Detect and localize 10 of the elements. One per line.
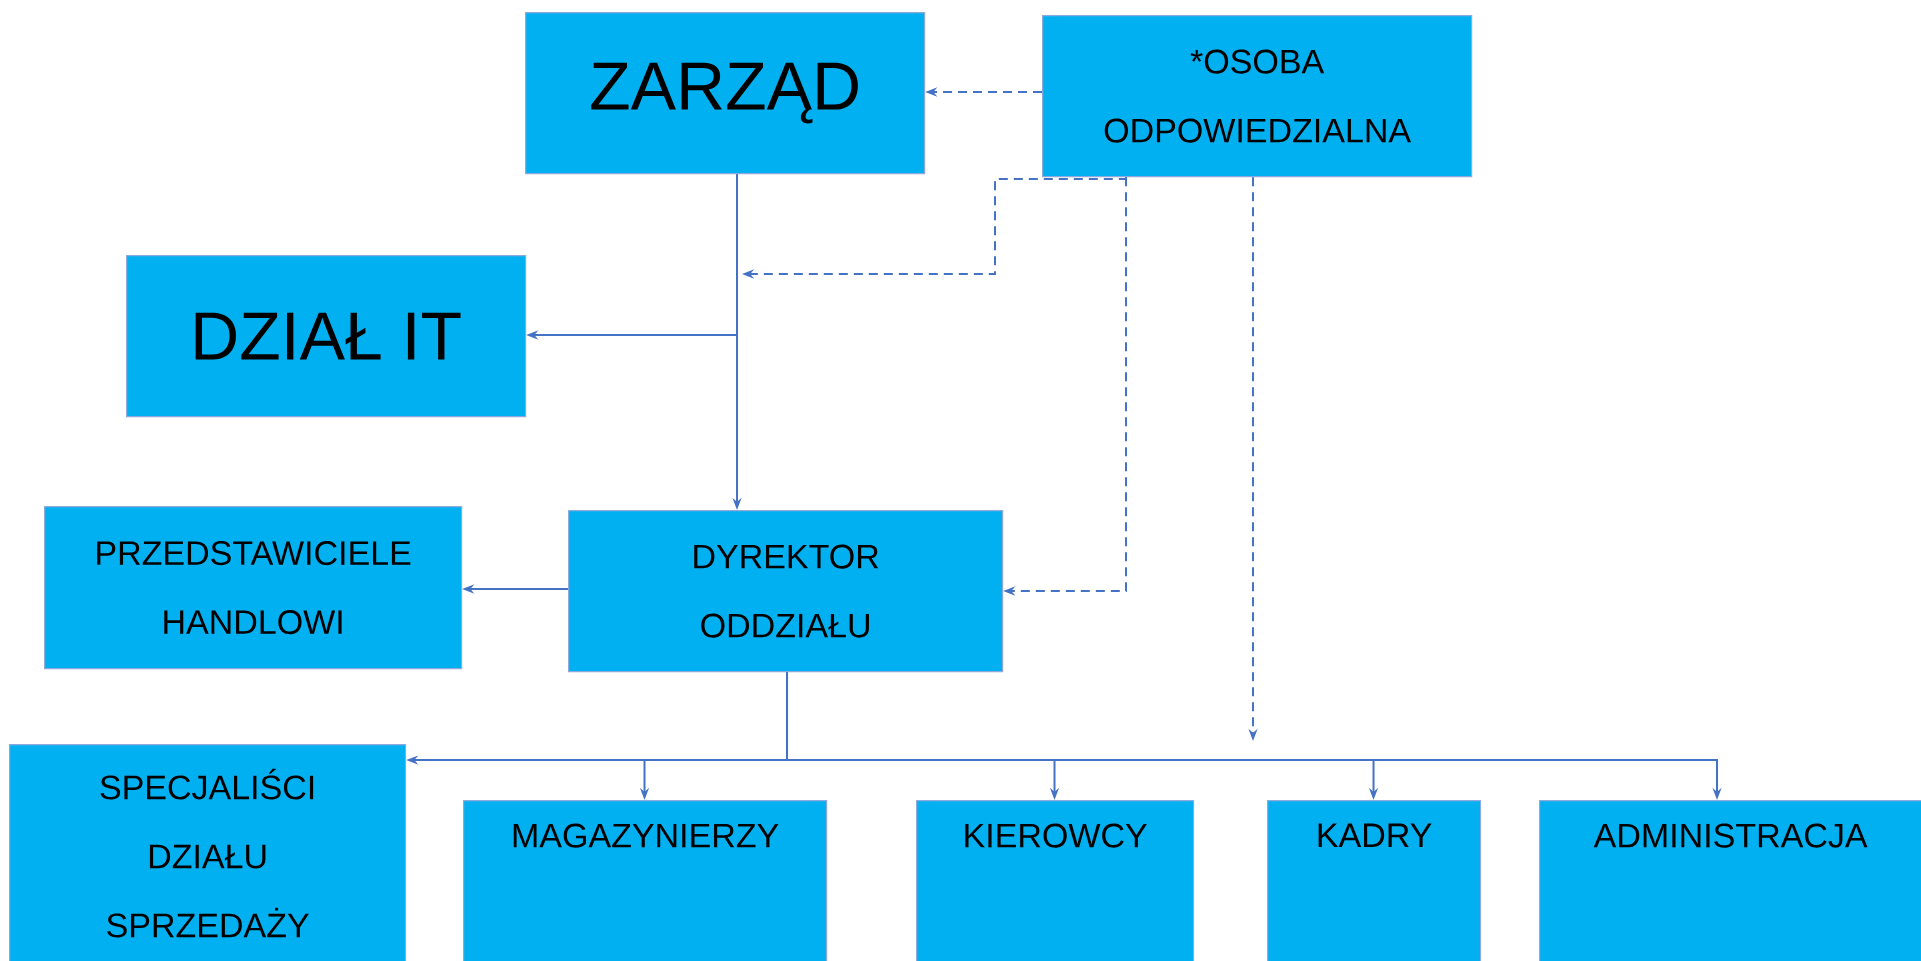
org-box: MAGAZYNIERZY [463,800,828,961]
org-box: ZARZĄD [525,12,926,175]
org-box: *OSOBA ODPOWIEDZIALNA [1042,15,1473,178]
org-box: KIEROWCY [916,800,1195,961]
org-box: KADRY [1267,800,1482,961]
org-box: ADMINISTRACJA [1539,800,1921,961]
org-box: SPECJALIŚCI DZIAŁU SPRZEDAŻY [9,744,407,961]
org-box: DZIAŁ IT [126,255,527,418]
org-box: PRZEDSTAWICIELE HANDLOWI [44,506,463,670]
org-box: DYREKTOR ODDZIAŁU [568,510,1004,673]
